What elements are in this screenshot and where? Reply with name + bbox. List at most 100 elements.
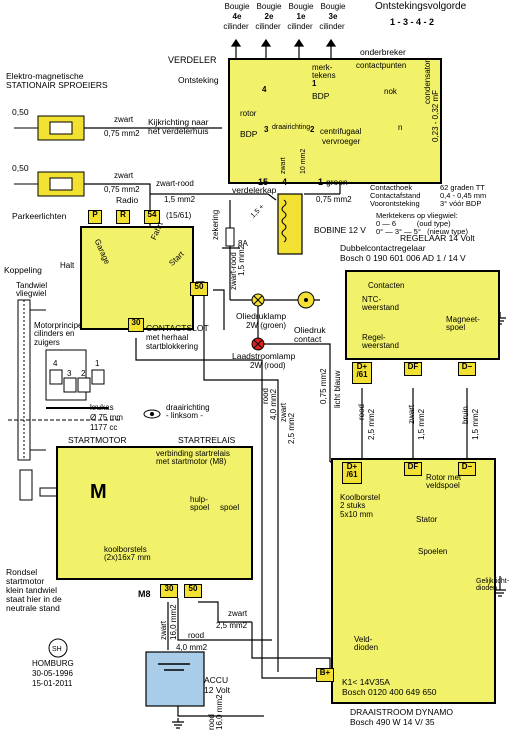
ground-icon [172, 312, 506, 729]
battery-icon [145, 651, 205, 707]
plug-4-cyl: cilinder [223, 22, 249, 31]
coil-in-wire: zwart-rood [156, 179, 194, 188]
wire-zwart2: zwart [228, 609, 248, 618]
arrow-icon [260, 38, 272, 47]
ignition-label: Ontsteking [178, 75, 219, 85]
starter-motor-title: STARTMOTOR [68, 435, 127, 445]
cam-label: nok [384, 87, 397, 96]
fuse-value: 8A [238, 239, 248, 248]
lb-wire-size: 0,75 mm2 [319, 368, 328, 404]
arrow-icon [230, 38, 242, 47]
rondsel-label: Rondsel startmotor klein tandwiel staat … [6, 567, 62, 613]
distributor-box [228, 58, 442, 184]
dyn-term-df: DF [404, 462, 422, 476]
reg-wire-zwart: zwart [407, 404, 416, 424]
coil-out-wire-size: 0,75 mm2 [316, 195, 352, 204]
view-direction: Kijkrichting naar het verdelerhuis [148, 117, 209, 136]
plug-3-num: 3e [328, 12, 338, 21]
rotor-label: rotor [240, 109, 257, 118]
switch-title: CONTACTSLOT [146, 323, 209, 333]
bdp1-label: BDP [312, 91, 330, 101]
plug-1-num: 1e [296, 12, 306, 21]
dyn-stator: Stator [416, 515, 438, 524]
m8-label: M8 [138, 589, 151, 599]
coil-t15: 15 [258, 177, 269, 187]
regulator-sub2: Bosch 0 190 601 006 AD 1 / 14 V [340, 253, 466, 263]
centrifugal-label: centrifugaal [320, 127, 362, 136]
interrupter-label: onderbreker [360, 47, 406, 57]
firing-order-title: Ontstekingsvolgorde [375, 1, 467, 12]
fuse-label: zekering [211, 209, 220, 240]
rotation-label: draairichting [272, 124, 311, 131]
distributor-title: VERDELER [168, 55, 217, 65]
ign-wire: zwart [280, 157, 287, 174]
wire-zwart2-size: 2,5 mm2 [216, 621, 248, 630]
arrow-icon [325, 38, 337, 47]
dyn-title: DRAAISTROOM DYNAMO [350, 707, 453, 717]
plug-4-num: 4e [232, 12, 242, 21]
svg-text:SH: SH [52, 646, 62, 653]
ntc-label: NTC- weerstand [362, 295, 399, 313]
reg-term-df: DF [404, 362, 422, 376]
brand-label: HOMBURG [32, 659, 74, 668]
firing-order: 1 - 3 - 4 - 2 [390, 17, 435, 27]
battery-title: ACCU [204, 675, 229, 685]
wire-zwart16: zwart [159, 620, 168, 640]
regulator-box [345, 270, 500, 360]
regulator-title: REGELAAR 14 Volt [400, 233, 475, 243]
advance-label: vervroeger [322, 137, 361, 146]
plug-1-cyl: cilinder [287, 22, 313, 31]
date-1: 30-05-1996 [32, 669, 73, 678]
coil-t1: 1 [318, 177, 324, 187]
motor-m: M [90, 481, 107, 503]
charge-lamp-label: Laadstroomlamp [232, 351, 296, 361]
reg-term-dminus: D− [458, 362, 476, 376]
plug-1-word: Bougie [288, 2, 314, 11]
dyn-k1: K1< 14V35A [342, 677, 390, 687]
rotation-dir: draairichting - linksom - [166, 403, 210, 421]
plug-3-cyl: cilinder [319, 22, 345, 31]
cyl-num-2: 2 [81, 369, 86, 378]
plug-4-word: Bougie [224, 2, 250, 11]
charge-lamp-sub: 2W (rood) [250, 361, 286, 370]
plug-2-cyl: cilinder [255, 22, 281, 31]
cap-label: verdelerkap [232, 185, 277, 195]
marks-label: merk- tekens [312, 63, 336, 81]
hold-coil-label: hulp- spoel [190, 495, 210, 513]
parking-lights: Parkeerlichten [12, 211, 67, 221]
sprayer-wire-2 [84, 183, 151, 210]
sprayer-solenoid-icon [14, 115, 85, 197]
wire-rood2: rood [188, 631, 205, 640]
cyl-num-3: 3 [67, 369, 72, 378]
cyl-num-4: 4 [53, 359, 58, 368]
switch-term-p: P [88, 210, 102, 224]
dyn-rotor: Rotor met veldspoel [426, 473, 462, 491]
principle-label: Motorprincipe cilinders en zuigers [34, 321, 83, 347]
brushes-label: koolborstels (2x)16x7 mm [104, 545, 151, 563]
spec-value-1: 62 graden TT [440, 183, 485, 192]
pistons-icon [46, 369, 108, 409]
coupling-label: Koppeling [4, 265, 42, 275]
crank-size: Ø 75 mm [90, 413, 123, 422]
oil-lamp-icon [251, 293, 265, 307]
reg-wire-zwart-size: 1,5 mm2 [417, 408, 426, 440]
oil-contact-label: Oliedruk contact [294, 325, 326, 344]
sprayer-1-value: 0,50 [12, 107, 29, 117]
n-label: n [398, 123, 403, 132]
dyn-term-bplus: B+ [316, 668, 334, 682]
reg-wire-bruin-size: 1,5 mm2 [471, 408, 480, 440]
spec-value-2: 0,4 - 0,45 mm [440, 191, 487, 200]
sprayer-1-wire-size: 0,75 mm2 [104, 129, 140, 138]
cyl-num-1: 1 [95, 359, 100, 368]
radio-label: Radio [116, 195, 139, 205]
eye-icon [143, 409, 161, 419]
switch-term-30: 30 [128, 318, 144, 332]
switch-sub1: met herhaal [146, 333, 189, 342]
reg-wire-bruin: bruin [461, 406, 470, 424]
contact-points-label: contactpunten [356, 61, 407, 70]
sprayer-2-wire-size: 0,75 mm2 [104, 185, 140, 194]
starter-term-30: 30 [160, 584, 178, 598]
oil-lamp-sub: 2W (groen) [246, 321, 287, 330]
coil-out-wire: groen [326, 177, 348, 187]
